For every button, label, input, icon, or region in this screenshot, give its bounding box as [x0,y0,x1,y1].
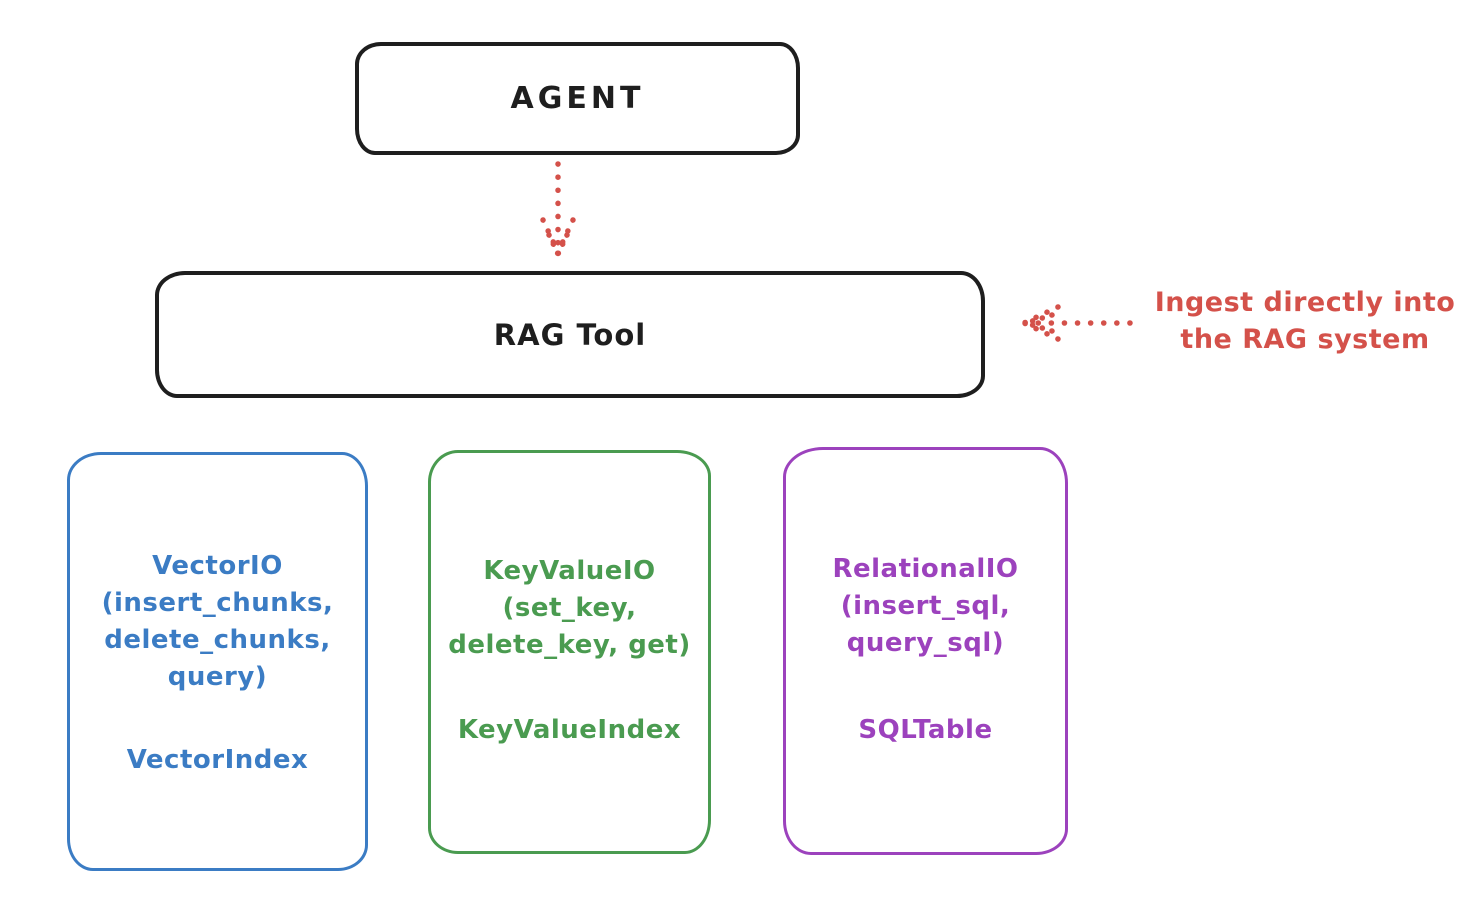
rag-tool-box: RAG Tool [155,271,985,398]
keyvalue-io-title: KeyValueIO [483,556,656,586]
agent-label: AGENT [510,81,645,116]
relational-io-signature: RelationalIO (insert_sql, query_sql) SQL… [786,450,1065,749]
keyvalue-io-method-line: (set_key, [502,593,637,623]
vector-io-box: VectorIO (insert_chunks, delete_chunks, … [67,452,368,871]
sql-table-label: SQLTable [858,715,993,745]
vector-io-method-line: (insert_chunks, [101,588,334,618]
vector-io-method-line: delete_chunks, [104,625,331,655]
agent-box: AGENT [355,42,800,155]
relational-io-box: RelationalIO (insert_sql, query_sql) SQL… [783,447,1068,855]
vector-io-title: VectorIO [152,551,283,581]
relational-io-title: RelationalIO [832,554,1019,584]
relational-io-method-line: (insert_sql, [840,591,1011,621]
ingest-annotation-line1: Ingest directly into [1154,287,1456,318]
relational-io-method-line: query_sql) [846,628,1005,658]
arrow-down-icon [540,161,576,257]
keyvalue-index-label: KeyValueIndex [457,715,682,745]
keyvalue-io-signature: KeyValueIO (set_key, delete_key, get) Ke… [431,453,708,749]
arrow-left-icon [1021,304,1133,342]
vector-io-signature: VectorIO (insert_chunks, delete_chunks, … [70,455,365,779]
ingest-annotation: Ingest directly into the RAG system [1130,284,1480,358]
keyvalue-io-box: KeyValueIO (set_key, delete_key, get) Ke… [428,450,711,854]
rag-tool-label: RAG Tool [493,317,647,352]
ingest-annotation-line2: the RAG system [1180,324,1430,355]
vector-index-label: VectorIndex [126,745,309,775]
vector-io-method-line: query) [167,662,268,692]
keyvalue-io-method-line: delete_key, get) [448,630,691,660]
